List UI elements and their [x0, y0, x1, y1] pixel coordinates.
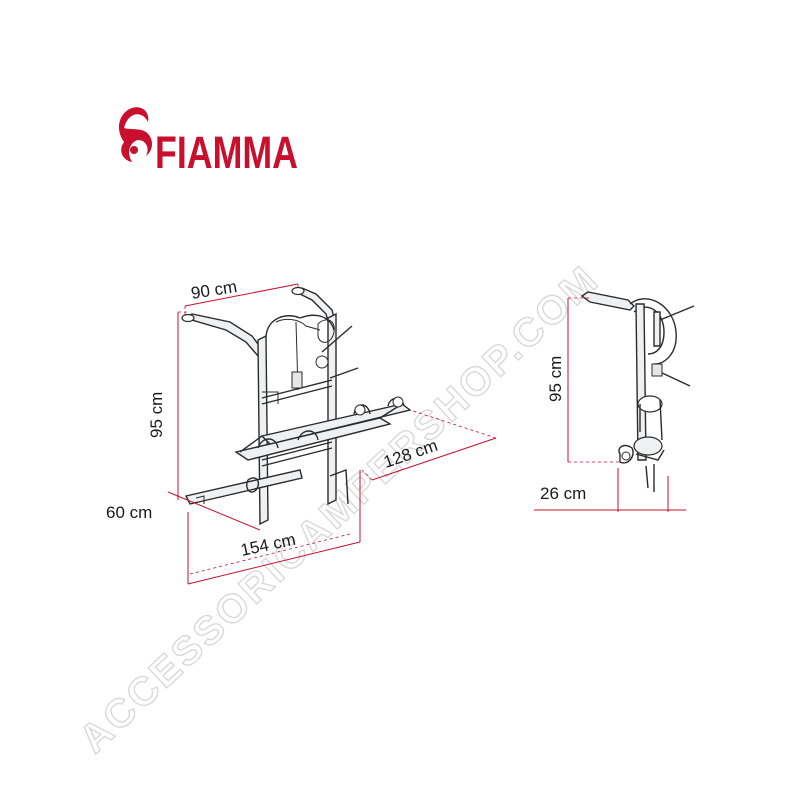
flame-icon [118, 107, 152, 162]
dim-height-left: 95 cm [147, 392, 166, 438]
dim-side-depth: 26 cm [540, 484, 586, 503]
dim-depth-left: 60 cm [106, 503, 152, 522]
left-dimension-lines [167, 283, 497, 585]
left-upright [257, 334, 269, 526]
right-dimension-lines [534, 297, 686, 512]
fiamma-logo: FIAMMA [118, 107, 298, 178]
dim-side-height: 95 cm [546, 356, 565, 402]
bottom-mount-bar [184, 469, 303, 505]
left-top-arm [183, 313, 266, 357]
bike-rack-isometric [181, 286, 412, 526]
bike-rack-side-view [580, 291, 695, 492]
brand-name: FIAMMA [155, 127, 298, 178]
dim-width-top: 90 cm [190, 277, 239, 303]
right-upright [327, 312, 337, 506]
